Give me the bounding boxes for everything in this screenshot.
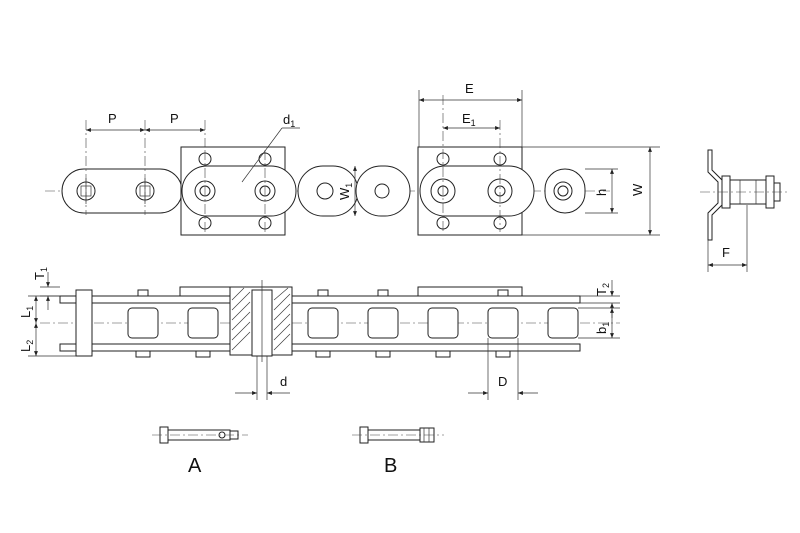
plain-link-3 bbox=[355, 165, 411, 217]
lower-plate-strip bbox=[59, 343, 581, 352]
top-view: P P d1 E E1 W1 h W bbox=[45, 81, 660, 236]
dim-l2-label: L2 bbox=[18, 340, 35, 352]
dim-b1-label: b1 bbox=[594, 322, 611, 334]
pin-variant-a: A bbox=[152, 426, 248, 477]
dim-p-label: P bbox=[170, 111, 179, 126]
dim-w-label: W bbox=[630, 183, 645, 196]
attached-link-1 bbox=[181, 165, 297, 217]
plain-link-1 bbox=[61, 168, 183, 214]
end-pin bbox=[75, 289, 93, 357]
pin-variant-b: B bbox=[352, 426, 444, 477]
dim-e1-label: E1 bbox=[462, 111, 476, 128]
plain-link-4 bbox=[544, 168, 586, 214]
dim-t1-label: T1 bbox=[32, 267, 49, 280]
upper-plate-strip bbox=[59, 295, 581, 304]
dim-l1-label: L1 bbox=[18, 306, 35, 318]
pin-b-label: B bbox=[384, 455, 397, 477]
dim-f-label: F bbox=[722, 245, 730, 260]
dim-d1-label: d1 bbox=[283, 112, 295, 129]
dim-D-label: D bbox=[498, 374, 507, 389]
end-view-plate bbox=[707, 149, 723, 241]
section-cut bbox=[229, 280, 293, 362]
front-view: T1 L1 L2 T2 b1 d D bbox=[18, 267, 620, 400]
rollers bbox=[127, 307, 579, 339]
end-view: F bbox=[700, 149, 790, 272]
dim-t2-label: T2 bbox=[594, 283, 611, 296]
attached-link-2 bbox=[419, 165, 535, 217]
dim-h-label: h bbox=[594, 189, 609, 196]
dim-e-label: E bbox=[465, 81, 474, 96]
pin-a-label: A bbox=[188, 455, 202, 477]
dim-p-label: P bbox=[108, 111, 117, 126]
dim-d-label: d bbox=[280, 374, 287, 389]
dim-w1-label: W1 bbox=[337, 183, 354, 200]
